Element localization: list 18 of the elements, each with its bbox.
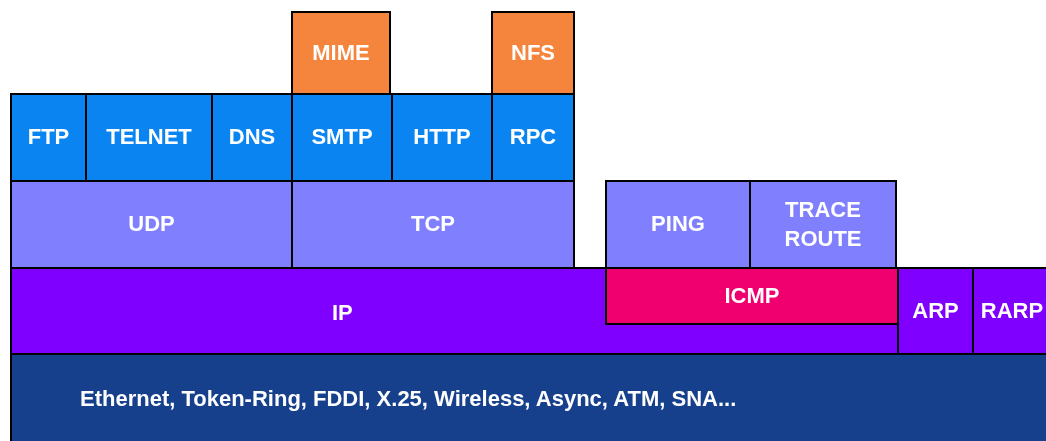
protocol-box: TRACE ROUTE bbox=[749, 180, 897, 269]
protocol-box: RARP bbox=[972, 267, 1046, 355]
protocol-layer bbox=[10, 267, 899, 355]
protocol-box: FTP bbox=[10, 93, 87, 182]
protocol-box: UDP bbox=[10, 180, 293, 269]
protocol-box: TCP bbox=[291, 180, 575, 269]
protocol-box: NFS bbox=[491, 11, 575, 95]
protocol-box: SMTP bbox=[291, 93, 393, 182]
layer-label: IP bbox=[332, 299, 353, 327]
protocol-box: ARP bbox=[897, 267, 974, 355]
protocol-box: PING bbox=[605, 180, 751, 269]
network-layer: Ethernet, Token-Ring, FDDI, X.25, Wireless, Async, ATM, SNA... bbox=[10, 353, 1046, 441]
protocol-box: TELNET bbox=[85, 93, 213, 182]
protocol-box: DNS bbox=[211, 93, 293, 182]
protocol-box: RPC bbox=[491, 93, 575, 182]
protocol-box: MIME bbox=[291, 11, 391, 95]
protocol-box: HTTP bbox=[391, 93, 493, 182]
protocol-box: ICMP bbox=[605, 267, 899, 325]
